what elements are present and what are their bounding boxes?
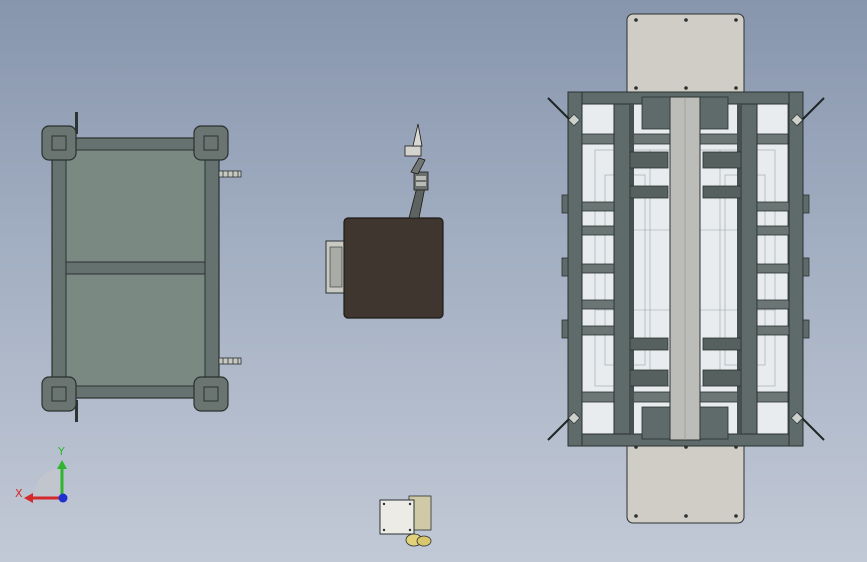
toggle-clamp (218, 357, 242, 365)
robot-cell[interactable] (325, 123, 444, 319)
robot-arm (404, 123, 429, 219)
corner-foot (41, 125, 77, 161)
corner-foot (193, 376, 229, 412)
axis-triad: X Y (15, 445, 68, 503)
bottom-mounting-plate (626, 439, 745, 524)
robot-base (343, 217, 444, 319)
top-mounting-plate (626, 13, 745, 98)
x-axis-label: X (15, 487, 23, 500)
corner-foot (41, 376, 77, 412)
small-unit[interactable] (379, 495, 432, 547)
right-fixture[interactable] (547, 13, 825, 524)
y-axis-label: Y (57, 445, 65, 458)
corner-foot (193, 125, 229, 161)
left-workbench[interactable] (41, 112, 242, 422)
toggle-clamp (218, 170, 242, 178)
z-axis-dot (58, 493, 68, 503)
